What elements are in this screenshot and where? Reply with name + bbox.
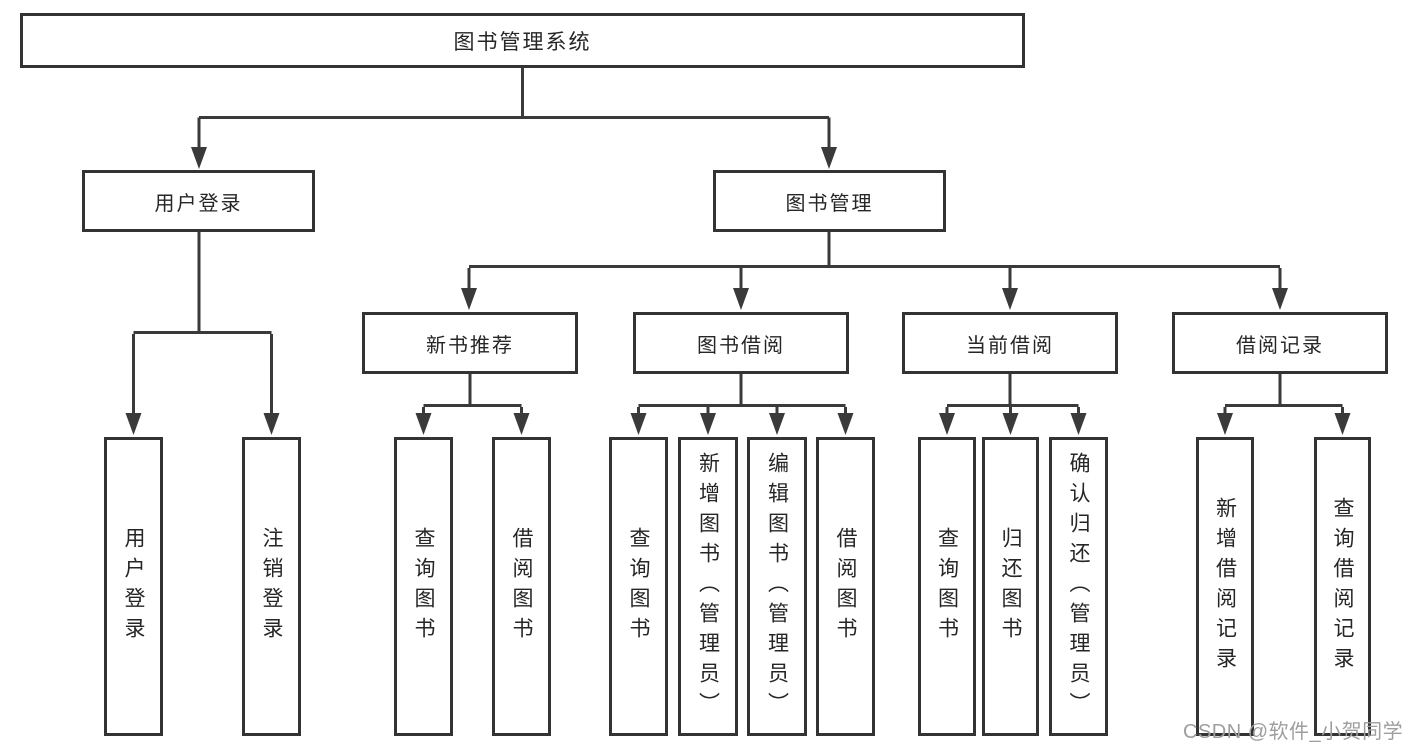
arrowheads-book-management-children xyxy=(461,288,1288,310)
node-system-root: 图书管理系统 xyxy=(20,13,1025,68)
arrowheads-user-login-children xyxy=(125,413,280,435)
node-leaf-cur-confirm-return: 确认归还（管理员） xyxy=(1049,437,1108,736)
edge-recommend-children xyxy=(422,374,523,416)
edge-borrow-records-children xyxy=(1223,374,1344,416)
node-leaf-rec-query-record: 查询借阅记录 xyxy=(1314,437,1371,736)
arrowheads-root-to-level2 xyxy=(191,147,837,169)
node-current-borrow: 当前借阅 xyxy=(902,312,1118,374)
node-borrow-records: 借阅记录 xyxy=(1172,312,1388,374)
node-leaf-logout: 注销登录 xyxy=(242,437,301,736)
node-leaf-cur-return-books: 归还图书 xyxy=(982,437,1039,736)
node-leaf-rec-query-books: 查询图书 xyxy=(394,437,453,736)
node-leaf-rec-borrow-books: 借阅图书 xyxy=(492,437,551,736)
node-new-book-recommend: 新书推荐 xyxy=(362,312,578,374)
edge-root-to-level2 xyxy=(197,68,831,150)
arrowheads-recommend-children xyxy=(415,413,530,435)
node-user-login: 用户登录 xyxy=(82,170,315,232)
node-book-borrow: 图书借阅 xyxy=(633,312,849,374)
node-leaf-cur-query-books: 查询图书 xyxy=(918,437,976,736)
arrowheads-book-borrow-children xyxy=(630,413,854,435)
arrowheads-current-borrow-children xyxy=(939,413,1087,435)
edge-current-borrow-children xyxy=(945,374,1080,416)
edge-book-management-children xyxy=(467,232,1282,292)
node-leaf-bor-add-books: 新增图书（管理员） xyxy=(678,437,738,736)
node-book-management: 图书管理 xyxy=(713,170,946,232)
watermark: CSDN @软件_小贺同学 xyxy=(1183,721,1404,743)
node-leaf-bor-edit-books: 编辑图书（管理员） xyxy=(747,437,807,736)
node-leaf-bor-borrow-books: 借阅图书 xyxy=(816,437,875,736)
node-leaf-rec-add-record: 新增借阅记录 xyxy=(1196,437,1254,736)
edge-user-login-children xyxy=(132,232,273,416)
arrowheads-borrow-records-children xyxy=(1217,413,1351,435)
node-leaf-user-login: 用户登录 xyxy=(104,437,163,736)
edge-book-borrow-children xyxy=(637,374,847,416)
node-leaf-bor-query-books: 查询图书 xyxy=(609,437,668,736)
